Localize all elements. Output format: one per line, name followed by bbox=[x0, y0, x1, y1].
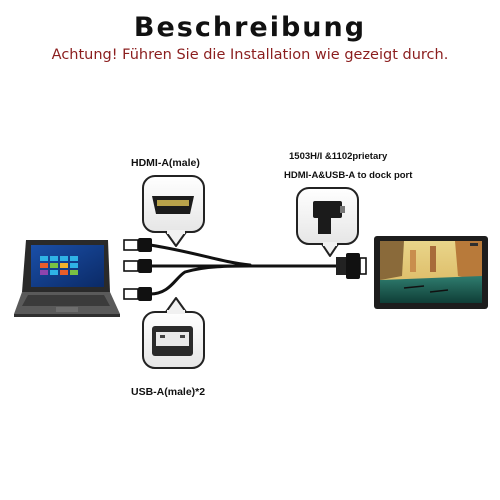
installation-warning: Achtung! Führen Sie die Installation wie… bbox=[51, 47, 449, 63]
usb-plug-2 bbox=[123, 287, 152, 301]
dock-port-label-line2: HDMI-A&USB-A to dock port bbox=[284, 170, 413, 181]
hdmi-label: HDMI-A(male) bbox=[131, 157, 200, 169]
page-title: Beschreibung bbox=[133, 12, 367, 43]
usb-label: USB-A(male)*2 bbox=[131, 386, 206, 398]
monitor-icon bbox=[374, 236, 488, 309]
cable bbox=[148, 243, 340, 296]
usb-connector-icon bbox=[142, 297, 205, 369]
hdmi-connector-icon bbox=[142, 175, 205, 247]
laptop-icon bbox=[14, 240, 120, 317]
dock-connector bbox=[336, 253, 367, 279]
hdmi-plug bbox=[123, 238, 152, 252]
dock-port-label-line1: 1503H/I &1102prietary bbox=[289, 151, 388, 162]
usb-plug-1 bbox=[123, 259, 152, 273]
dock-port-connector-icon bbox=[296, 187, 359, 257]
